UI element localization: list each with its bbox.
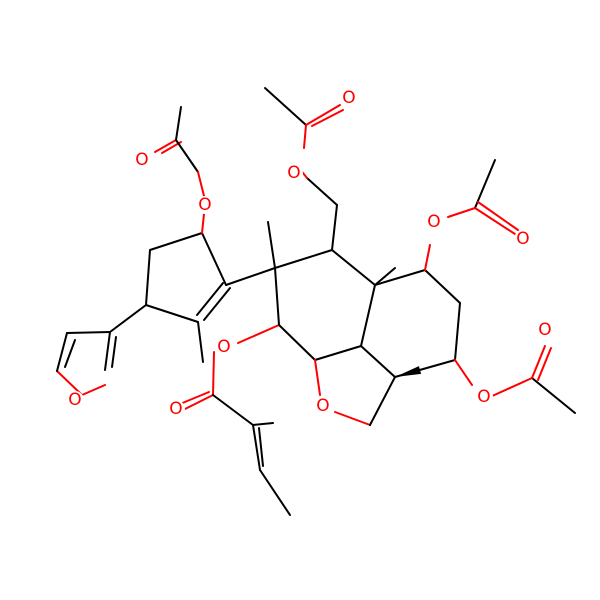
ester-oxygen-ch2oac: O bbox=[287, 163, 300, 183]
oxygen-bond bbox=[154, 139, 177, 153]
ester-oxygen-tiglate: O bbox=[217, 337, 230, 357]
carbon-bond bbox=[149, 232, 203, 251]
carbon-bond bbox=[201, 232, 227, 286]
ring-ether-oxygen-backdrop bbox=[314, 397, 332, 415]
carbonyl-oxygen-tiglate: O bbox=[169, 399, 182, 419]
carbonyl-oxygen-bottom-right: O bbox=[538, 320, 551, 340]
carbon-bond bbox=[175, 139, 199, 173]
ester-oxygen-right-top: O bbox=[427, 212, 440, 232]
carbon-bond bbox=[64, 339, 76, 368]
carbon-bond bbox=[278, 324, 316, 361]
carbon-bond bbox=[104, 331, 111, 371]
oxygen-bond bbox=[56, 370, 83, 396]
carbon-bond bbox=[360, 345, 396, 378]
oxygen-bond bbox=[237, 324, 280, 344]
carbon-bond bbox=[259, 469, 291, 516]
oxygen-bond bbox=[303, 124, 307, 149]
carbon-bond bbox=[225, 267, 276, 286]
carbon-bond bbox=[111, 336, 117, 368]
oxygen-bond bbox=[201, 213, 205, 234]
ring-ether-oxygen: O bbox=[316, 396, 329, 416]
furan-oxygen-backdrop bbox=[66, 391, 84, 409]
carbonyl-oxygen-top-left: O bbox=[135, 150, 148, 170]
carbon-bond bbox=[145, 304, 199, 323]
oxygen-bond bbox=[537, 347, 552, 381]
carbon-bond bbox=[374, 269, 426, 286]
bond-layer bbox=[56, 87, 576, 516]
oxygen-bond bbox=[334, 411, 371, 426]
carbon-bond bbox=[258, 427, 264, 467]
carbon-bond bbox=[197, 321, 204, 363]
oxygen-bond bbox=[424, 244, 431, 271]
carbonyl-oxygen-ch2oac: O bbox=[342, 88, 355, 108]
carbon-bond bbox=[252, 422, 274, 426]
carbon-bond bbox=[274, 249, 333, 269]
carbon-bond bbox=[212, 394, 254, 426]
ester-oxygen-bottom-right-backdrop bbox=[475, 388, 493, 406]
carbonyl-oxygen-ch2oac-backdrop bbox=[340, 89, 358, 107]
ester-oxygen-bottom-right: O bbox=[477, 387, 490, 407]
oxygen-bond bbox=[489, 377, 533, 398]
carbon-bond bbox=[252, 424, 261, 471]
carbon-bond bbox=[454, 302, 461, 361]
carbon-bond bbox=[203, 287, 231, 321]
carbon-bond bbox=[264, 87, 307, 126]
oxygen-bond bbox=[212, 351, 215, 396]
ester-oxygen-ch2oac-backdrop bbox=[285, 164, 303, 182]
carbon-bond bbox=[331, 204, 338, 251]
wedge-bond bbox=[395, 366, 422, 377]
carbon-bond bbox=[175, 106, 182, 141]
carbon-bond bbox=[306, 177, 338, 206]
oxygen-bond bbox=[179, 391, 210, 405]
carbon-bond bbox=[267, 221, 276, 269]
carbon-bond bbox=[424, 269, 461, 304]
oxygen-bond bbox=[474, 207, 519, 237]
oxygen-bond bbox=[305, 104, 341, 126]
carbon-bond bbox=[56, 332, 68, 372]
carbonyl-oxygen-right-top: O bbox=[516, 229, 529, 249]
carbonyl-oxygen-bottom-right-backdrop bbox=[536, 321, 554, 339]
oxygen-bond bbox=[531, 345, 546, 379]
carbon-bond bbox=[531, 377, 576, 414]
ester-oxygen-top-left-backdrop bbox=[196, 196, 214, 214]
oxygen-bond bbox=[447, 207, 476, 218]
oxygen-bond bbox=[197, 171, 205, 197]
carbon-bond bbox=[360, 284, 376, 347]
atom-label-layer: O O O O O O O O O O O O bbox=[66, 88, 554, 419]
carbonyl-oxygen-right-top-backdrop bbox=[514, 230, 532, 248]
oxygen-bond bbox=[477, 201, 519, 231]
ester-oxygen-top-left: O bbox=[198, 195, 211, 215]
oxygen-bond bbox=[314, 359, 321, 396]
oxygen-bond bbox=[454, 359, 473, 386]
carbon-bond bbox=[145, 249, 151, 306]
oxygen-bond bbox=[81, 384, 106, 396]
oxygen-bond bbox=[311, 109, 344, 127]
carbon-bond bbox=[196, 282, 224, 316]
carbon-bond bbox=[66, 331, 111, 334]
carbonyl-oxygen-top-left-backdrop bbox=[133, 151, 151, 169]
carbon-bond bbox=[369, 376, 396, 426]
carbon-bond bbox=[374, 267, 396, 286]
carbon-bond bbox=[314, 345, 362, 361]
carbonyl-oxygen-tiglate-backdrop bbox=[167, 400, 185, 418]
furan-oxygen: O bbox=[68, 390, 81, 410]
carbon-bond bbox=[331, 249, 376, 286]
carbon-bond bbox=[474, 159, 496, 209]
carbon-bond bbox=[274, 267, 280, 326]
oxygen-bond bbox=[182, 394, 214, 411]
carbon-bond bbox=[109, 304, 147, 333]
ester-oxygen-tiglate-backdrop bbox=[215, 338, 233, 356]
ester-oxygen-right-top-backdrop bbox=[425, 213, 443, 231]
